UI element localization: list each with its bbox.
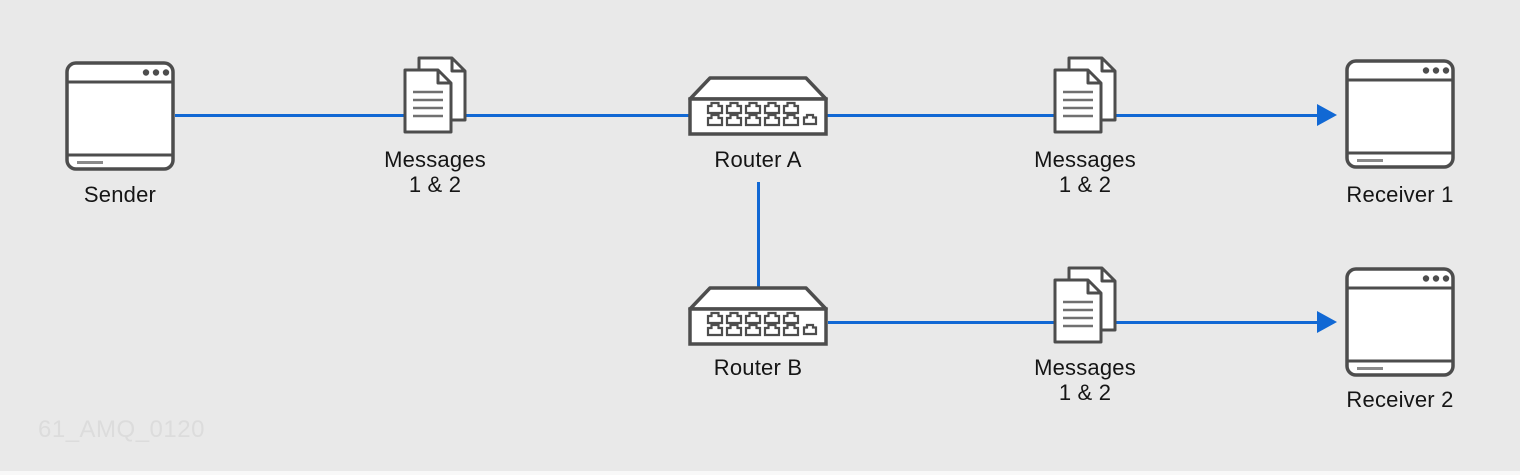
receiver-1-label: Receiver 1 (1346, 182, 1454, 207)
router-a-label: Router A (714, 147, 802, 172)
messages-label-line1: Messages (384, 147, 486, 172)
router-b-label: Router B (713, 355, 803, 380)
watermark-text: 61_AMQ_0120 (38, 416, 205, 443)
messages-label: Messages 1 & 2 (335, 147, 535, 197)
sender-label: Sender (83, 182, 157, 207)
router-icon (688, 285, 828, 347)
router-icon (688, 75, 828, 137)
browser-window-icon (65, 61, 175, 171)
receiver-2-label: Receiver 2 (1346, 387, 1454, 412)
link-routerA-to-routerB (756, 182, 760, 288)
messages-label-line1: Messages (1034, 355, 1136, 380)
messages-label-line2: 1 & 2 (1058, 172, 1112, 197)
documents-icon (1053, 56, 1117, 134)
arrowhead-icon (1317, 311, 1337, 333)
messages-label: Messages 1 & 2 (985, 355, 1185, 405)
messages-label-line2: 1 & 2 (1058, 380, 1112, 405)
documents-icon (403, 56, 467, 134)
arrowhead-icon (1317, 104, 1337, 126)
messages-label-line1: Messages (1034, 147, 1136, 172)
browser-window-icon (1345, 267, 1455, 377)
documents-icon (1053, 266, 1117, 344)
messages-label-line2: 1 & 2 (408, 172, 462, 197)
browser-window-icon (1345, 59, 1455, 169)
messages-label: Messages 1 & 2 (985, 147, 1185, 197)
bottom-strip (0, 471, 1520, 475)
